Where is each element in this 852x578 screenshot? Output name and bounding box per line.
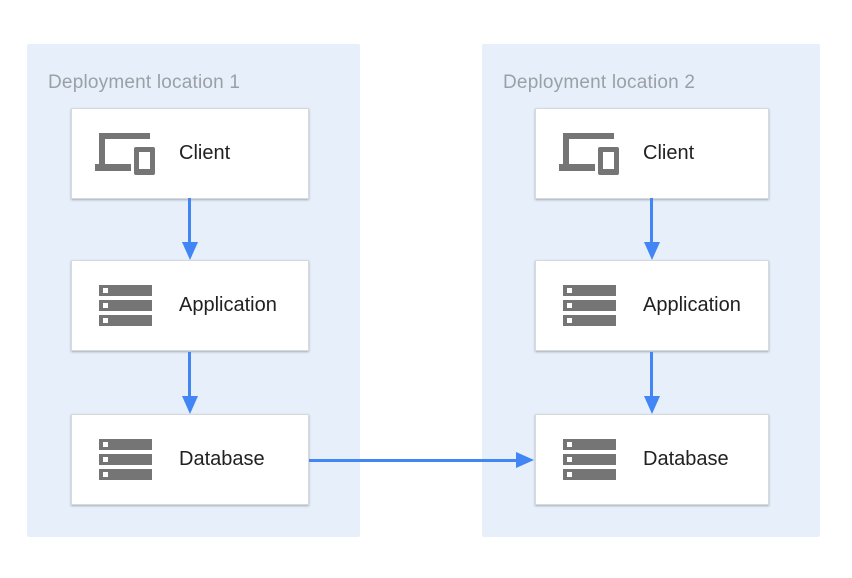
arrowhead-down-icon <box>644 396 660 414</box>
devices-icon <box>95 132 155 175</box>
arrowhead-down-icon <box>644 242 660 260</box>
arrowhead-down-icon <box>182 396 198 414</box>
servers-icon <box>95 285 155 326</box>
deployment-location-1-panel: Deployment location 1 Client <box>27 44 360 537</box>
arrow-client-to-application-2 <box>650 198 653 242</box>
servers-icon <box>559 439 619 480</box>
node-client-2: Client <box>535 108 769 199</box>
arrow-database1-to-database2 <box>309 459 516 462</box>
node-label: Database <box>643 448 729 470</box>
node-database-1: Database <box>71 414 309 505</box>
arrow-application-to-database-2 <box>650 352 653 396</box>
node-client-1: Client <box>71 108 309 199</box>
arrow-application-to-database-1 <box>188 352 191 396</box>
node-label: Client <box>643 142 695 164</box>
node-label: Database <box>179 448 265 470</box>
node-label: Client <box>179 142 231 164</box>
devices-icon <box>559 132 619 175</box>
panel-title: Deployment location 2 <box>503 72 696 93</box>
arrow-client-to-application-1 <box>188 198 191 242</box>
node-application-1: Application <box>71 260 309 351</box>
servers-icon <box>95 439 155 480</box>
node-label: Application <box>179 294 277 316</box>
node-label: Application <box>643 294 741 316</box>
arrowhead-down-icon <box>182 242 198 260</box>
servers-icon <box>559 285 619 326</box>
panel-title: Deployment location 1 <box>48 72 241 93</box>
arrowhead-right-icon <box>516 452 534 468</box>
node-database-2: Database <box>535 414 769 505</box>
node-application-2: Application <box>535 260 769 351</box>
